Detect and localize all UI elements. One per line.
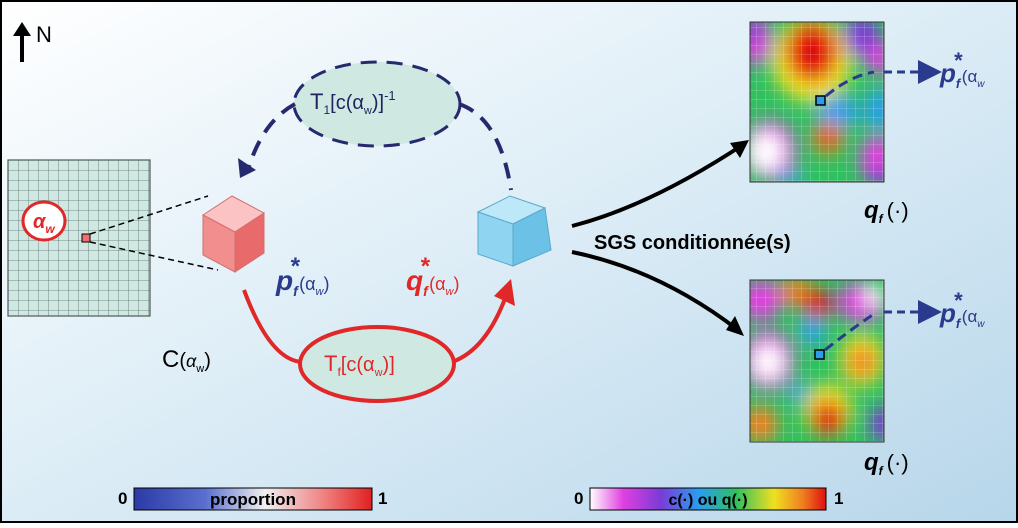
map-top-arg: (·) — [887, 198, 909, 223]
sgs-arrow-top — [571, 142, 746, 228]
dashed-pointer-bottom — [824, 312, 875, 352]
projection-line-bottom — [89, 241, 219, 271]
coarse-grid — [7, 159, 151, 317]
legend-c-label: c(·) ou q(·) — [668, 492, 747, 509]
fwd-arg: [c(α — [341, 354, 375, 376]
p-label-top-map: pf *(αw — [939, 48, 985, 91]
grid-label: C(αw) — [162, 346, 211, 375]
p-label: pf *(αw) — [275, 253, 329, 299]
inv-close: )] — [372, 92, 384, 114]
q-main: q — [406, 265, 423, 296]
p-arg-top: (α — [962, 67, 978, 86]
forward-transform-label: Tf[c(αw)] — [324, 351, 395, 379]
inv-arg-sub: w — [363, 105, 372, 117]
forward-transform-ellipse — [298, 325, 456, 403]
grid-label-close: ) — [204, 350, 211, 372]
legend-proportion: 0 proportion 1 — [118, 487, 387, 511]
sgs-label: SGS conditionnée(s) — [594, 232, 791, 254]
p-main: p — [275, 265, 293, 296]
grid-label-sub: w — [195, 363, 204, 375]
map-bottom-main: q — [864, 449, 879, 476]
legend-c-bar — [589, 487, 827, 511]
p-sub: f — [293, 283, 299, 299]
map-bottom-cell — [814, 349, 825, 360]
sgs-arrowhead-bottom — [726, 316, 744, 336]
map-top-sub: f — [879, 212, 884, 226]
p-arg-sub: w — [316, 286, 325, 298]
q-star: * — [420, 253, 431, 280]
q-sub: f — [423, 283, 429, 299]
sgs-arrowhead-top — [730, 140, 749, 158]
q-label: qf *(αw) — [406, 253, 459, 299]
p-main-top: p — [939, 58, 956, 88]
fwd-T: T — [324, 351, 337, 376]
alpha-w-circle — [21, 200, 67, 242]
p-sub-top: f — [956, 76, 962, 91]
grid-label-main: C — [162, 346, 179, 373]
inv-sub: 1 — [323, 103, 330, 117]
q-close: ) — [453, 274, 459, 294]
p-main-bottom: p — [939, 298, 956, 328]
inv-arg: [c(α — [330, 92, 364, 114]
north-arrow-icon — [13, 22, 31, 62]
legend-proportion-bar — [133, 487, 373, 511]
legend-proportion-min: 0 — [118, 489, 127, 508]
fwd-close: )] — [383, 354, 395, 376]
p-star-top: * — [953, 48, 963, 73]
map-label-top: qf(·) — [864, 197, 909, 226]
north-label: N — [36, 22, 52, 47]
legend-c-min: 0 — [574, 489, 583, 508]
fwd-arg-sub: w — [374, 367, 383, 379]
fwd-sub: f — [337, 365, 341, 379]
red-arc-right — [451, 295, 508, 364]
legend-c: 0 c(·) ou q(·) 1 — [574, 487, 843, 511]
alpha-w-main: α — [33, 211, 47, 233]
inv-T: T — [310, 89, 323, 114]
simulated-map-top — [749, 21, 885, 183]
p-label-bottom-map: pf *(αw — [939, 288, 985, 331]
map-bottom-arg: (·) — [887, 450, 909, 475]
dashed-arrow-left — [246, 102, 296, 171]
dashed-arrowhead-left — [238, 158, 256, 178]
projection-line-top — [89, 195, 209, 235]
inverse-transform-label: T1[c(αw)]-1 — [310, 88, 396, 117]
simulated-map-bottom — [749, 279, 885, 443]
alpha-w-sub: w — [45, 222, 55, 236]
blue-cube — [476, 195, 552, 267]
q-arg: (α — [429, 274, 445, 294]
map-top-cell — [815, 95, 826, 106]
p-arg: (α — [299, 274, 315, 294]
alpha-w-label: αw — [33, 211, 55, 236]
legend-proportion-max: 1 — [378, 489, 387, 508]
p-star: * — [290, 253, 301, 280]
inv-sup: -1 — [384, 88, 396, 103]
legend-c-max: 1 — [834, 489, 843, 508]
grid-label-alpha: α — [186, 351, 197, 371]
p-arg-sub-bottom: w — [977, 319, 985, 330]
p-close: ) — [323, 274, 329, 294]
legend-proportion-label: proportion — [210, 490, 296, 509]
map-label-bottom: qf(·) — [864, 449, 909, 478]
dashed-arrow-right — [458, 102, 513, 191]
p-sub-bottom: f — [956, 316, 962, 331]
dashed-pointer-top — [825, 70, 875, 98]
p-arg-sub-top: w — [977, 79, 985, 90]
map-bottom-sub: f — [879, 464, 884, 478]
red-arc-left — [242, 289, 303, 364]
sgs-arrow-bottom — [571, 250, 740, 332]
q-arg-sub: w — [446, 286, 455, 298]
map-top-main: q — [864, 197, 879, 224]
grid-label-arg: ( — [179, 350, 186, 372]
p-arg-bottom: (α — [962, 307, 978, 326]
pink-cube — [202, 195, 265, 273]
p-star-bottom: * — [953, 288, 963, 313]
red-arrowhead — [494, 279, 515, 306]
selected-cell — [81, 233, 91, 243]
